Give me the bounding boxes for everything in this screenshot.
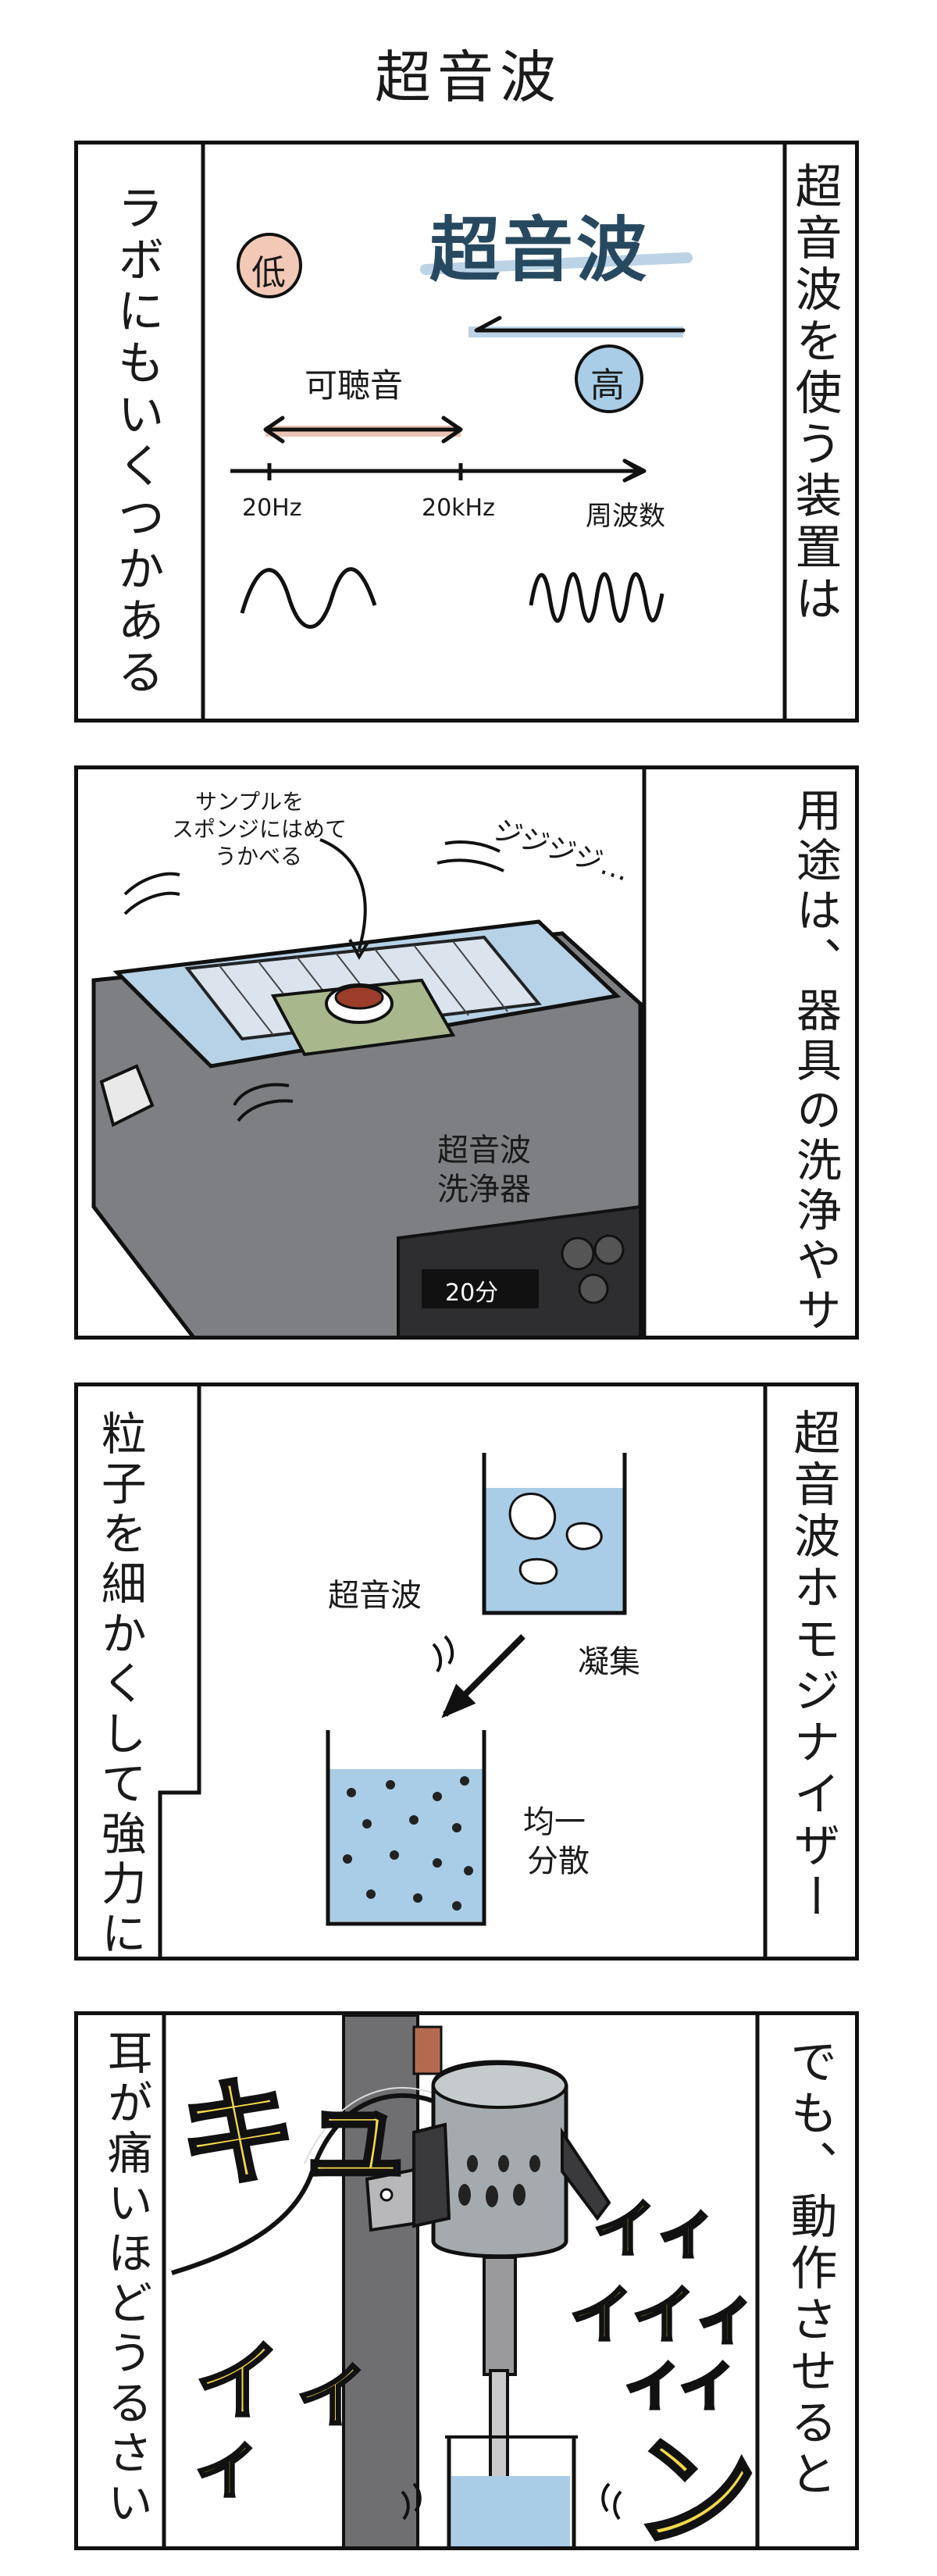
panel-2: 用途は、器具の洗浄やサンプルの溶解、分散など サンプルを スポンジにはめて うか… [74,765,859,1340]
sample-note-line-2: スポンジにはめて [172,816,347,842]
panel-1-right-caption: 超音波を使う装置は [787,162,842,626]
sfx-i-3: イ [194,2434,259,2510]
sample-note-line-3: うかべる [215,844,303,869]
sfx-i-2: イ [295,2354,369,2439]
audible-range-label: 可聴音 [305,366,404,405]
sfx-right-1: イィ [592,2192,720,2267]
panel-2-right-caption: 用途は、器具の洗浄やサンプルの溶解、分散など [789,787,842,1340]
sfx-kyu: キュ [177,2064,415,2204]
tick-label-20khz: 20kHz [422,494,495,522]
panel-4-left-caption: 耳が痛いほどうるさい [99,2029,153,2529]
sample-note-line-1: サンプルを [195,789,305,815]
panel-4-art [78,2015,855,2546]
panel-4: でも、動作させると 耳が痛いほどうるさい キュ イ イ イ イィ イイィ イイ … [74,2011,859,2550]
sfx-i-1: イ [194,2331,283,2434]
panel-3: 超音波ホモジナイザー 粒子を細かくして強力に均一分散させる 超音波 凝集 均一 … [74,1383,859,1961]
panel-1-header: 超音波 [429,209,650,291]
uniform-label-line-1: 均一 [523,1804,586,1840]
page-title: 超音波 [374,45,562,110]
machine-label-line-2: 洗浄器 [437,1172,531,1208]
panel-1: 超音波を使う装置は ラボにもいくつかある 超音波 低 高 可聴音 20Hz 20… [74,141,859,722]
sfx-n: ン [630,2417,759,2550]
sfx-right-2: イイィ [568,2278,759,2353]
panel-1-art [201,144,787,719]
tick-label-20hz: 20Hz [242,494,302,522]
low-frequency-badge: 低 [251,253,286,293]
machine-label-line-1: 超音波 [437,1133,531,1168]
panel-3-right-caption: 超音波ホモジナイザー [786,1408,840,1924]
uniform-label-line-2: 分散 [527,1843,590,1879]
panel-4-right-caption: でも、動作させると [782,2037,837,2501]
frequency-axis-label: 周波数 [586,501,665,532]
panel-1-left-caption: ラボにもいくつかある [109,184,164,699]
high-frequency-badge: 高 [590,366,625,405]
sfx-right-3: イイ [623,2353,736,2421]
panel-3-art [158,1386,768,1957]
ultrasound-label: 超音波 [328,1578,422,1614]
panel-3-left-caption: 粒子を細かくして強力に均一分散させる [93,1410,147,1961]
aggregate-label: 凝集 [578,1644,640,1680]
timer-display: 20分 [445,1279,499,1307]
panel-2-art [91,769,647,1336]
